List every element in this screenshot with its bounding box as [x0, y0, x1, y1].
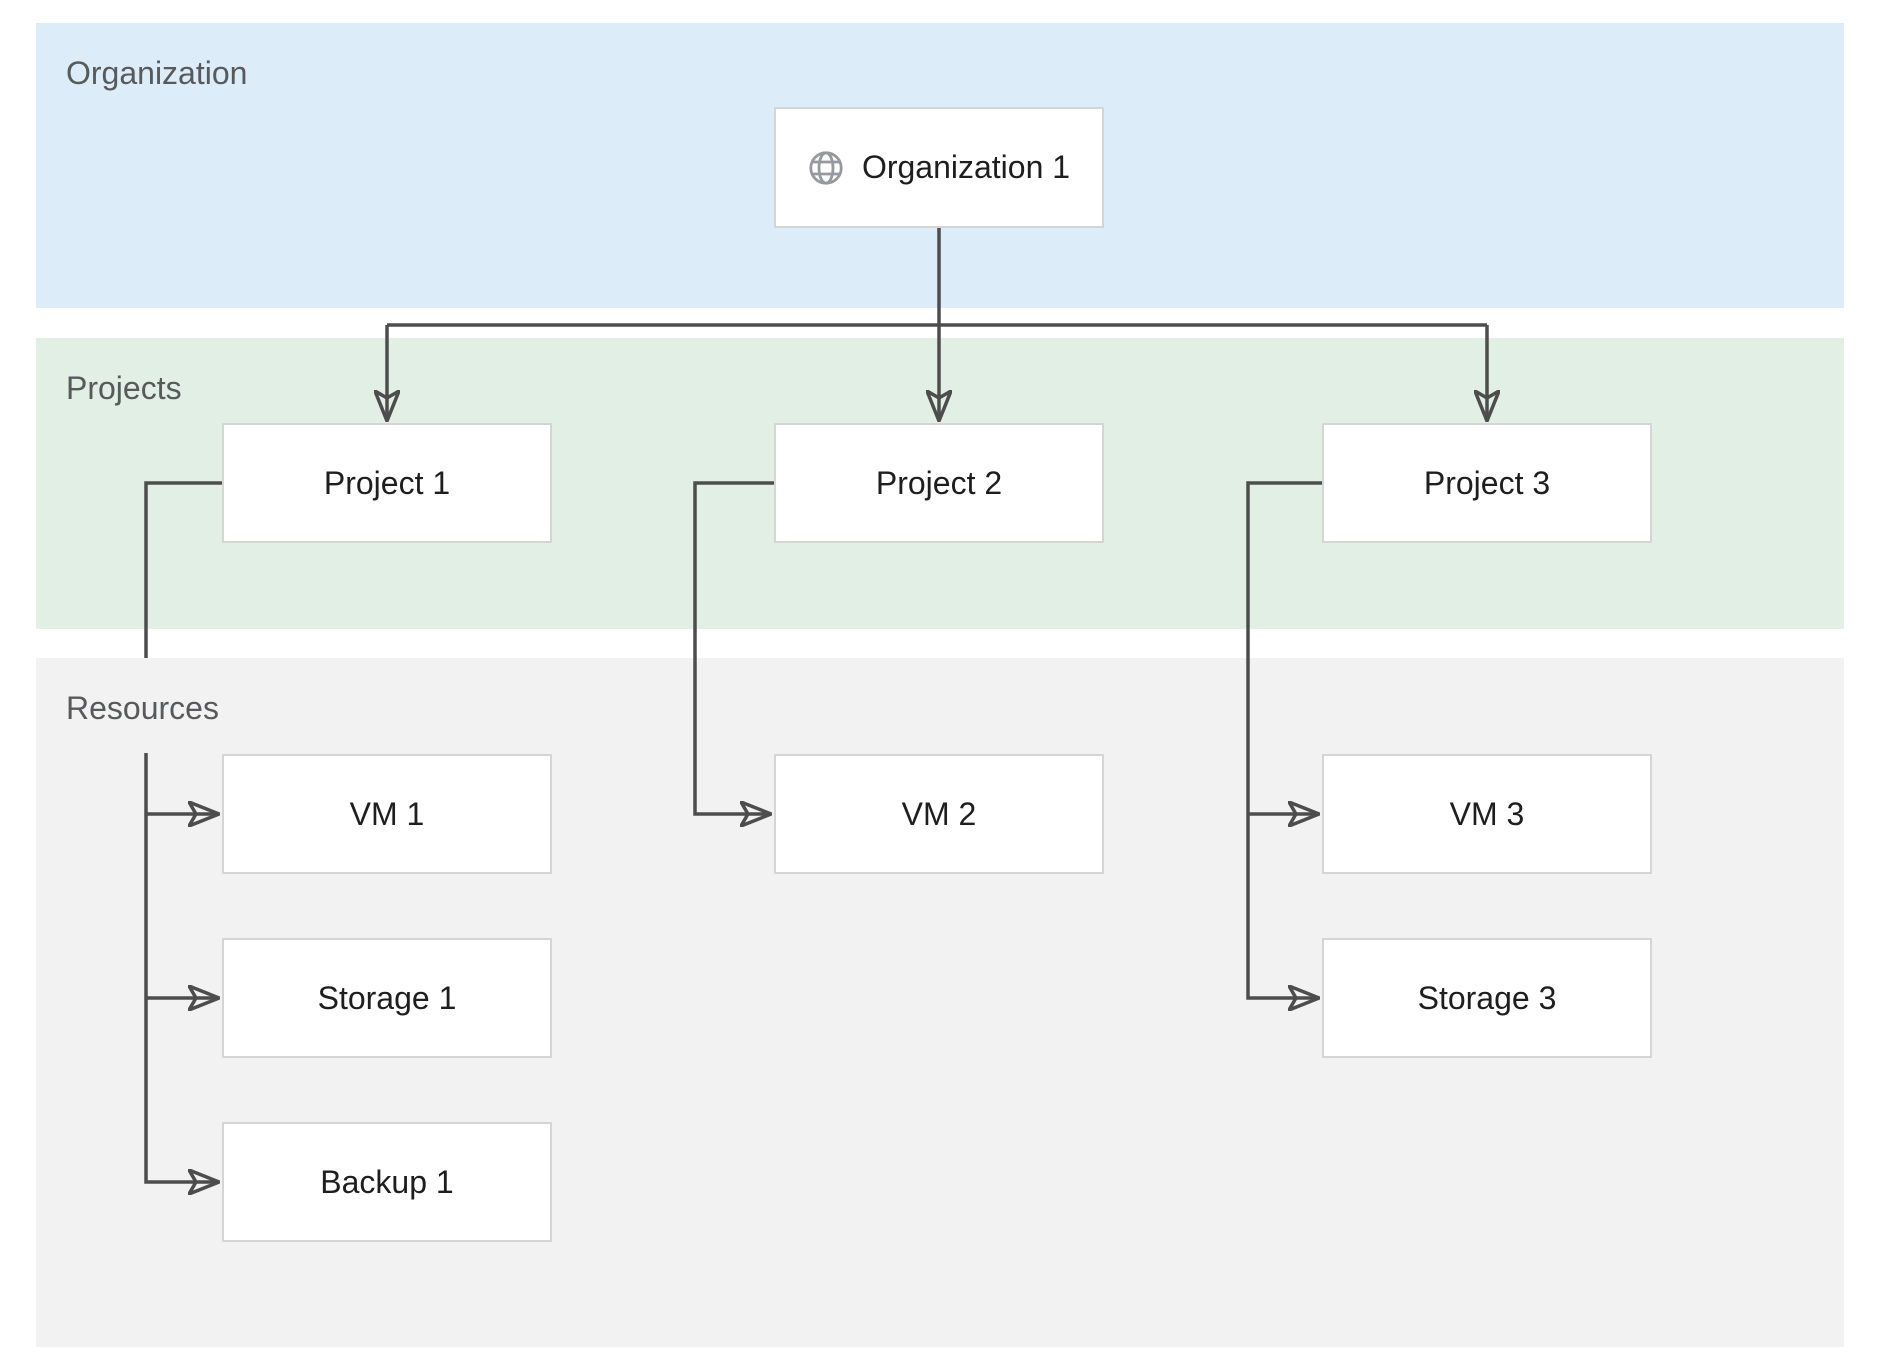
- globe-icon: [808, 150, 844, 186]
- node-backup-1-label: Backup 1: [320, 1163, 454, 1200]
- node-storage-1-label: Storage 1: [317, 979, 457, 1016]
- node-project-1-label: Project 1: [323, 464, 451, 501]
- node-vm-2[interactable]: VM 2: [774, 754, 1104, 874]
- node-vm-3[interactable]: VM 3: [1322, 754, 1652, 874]
- node-storage-1[interactable]: Storage 1: [222, 938, 552, 1058]
- node-storage-3-label: Storage 3: [1417, 979, 1557, 1016]
- node-project-1[interactable]: Project 1: [222, 423, 552, 543]
- node-vm-1-label: VM 1: [349, 795, 425, 832]
- node-project-3[interactable]: Project 3: [1322, 423, 1652, 543]
- node-storage-3[interactable]: Storage 3: [1322, 938, 1652, 1058]
- node-project-2[interactable]: Project 2: [774, 423, 1104, 543]
- node-project-2-label: Project 2: [875, 464, 1003, 501]
- node-project-3-label: Project 3: [1423, 464, 1551, 501]
- band-resources-label: Resources: [66, 690, 219, 726]
- node-vm-3-label: VM 3: [1449, 795, 1525, 832]
- node-organization-1[interactable]: Organization 1: [774, 107, 1104, 228]
- band-projects-label: Projects: [66, 370, 182, 406]
- node-vm-2-label: VM 2: [901, 795, 977, 832]
- node-vm-1[interactable]: VM 1: [222, 754, 552, 874]
- node-backup-1[interactable]: Backup 1: [222, 1122, 552, 1242]
- node-organization-1-label: Organization 1: [861, 149, 1071, 185]
- band-organization-label: Organization: [66, 55, 248, 91]
